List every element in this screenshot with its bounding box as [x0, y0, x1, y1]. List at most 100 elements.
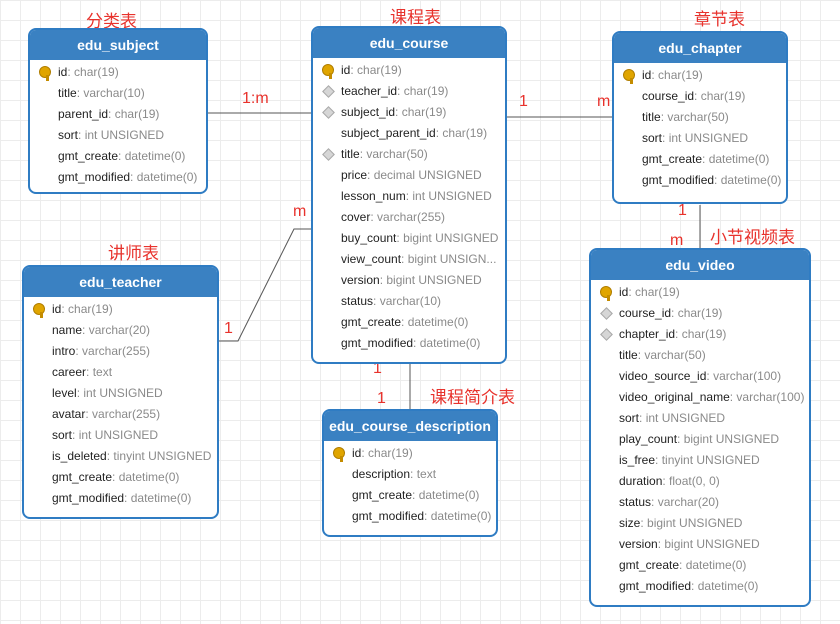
field-name: career	[52, 365, 87, 379]
field-separator: :	[396, 231, 404, 245]
field-row[interactable]: title: varchar(50)	[591, 345, 809, 366]
field-row[interactable]: sort: int UNSIGNED	[30, 125, 206, 146]
field-separator: :	[395, 105, 402, 119]
field-name: gmt_create	[642, 152, 703, 166]
field-row[interactable]: chapter_id: char(19)	[591, 324, 809, 345]
field-row[interactable]: play_count: bigint UNSIGNED	[591, 429, 809, 450]
field-row[interactable]: id: char(19)	[313, 60, 505, 81]
field-name: is_deleted	[52, 449, 107, 463]
field-separator: :	[373, 294, 380, 308]
field-row[interactable]: sort: int UNSIGNED	[24, 425, 217, 446]
key-icon	[32, 299, 48, 320]
field-row[interactable]: description: text	[324, 464, 496, 485]
field-row[interactable]: sort: int UNSIGNED	[614, 128, 786, 149]
field-row[interactable]: teacher_id: char(19)	[313, 81, 505, 102]
cardinality-course-desc-top: 1	[373, 360, 382, 377]
field-row[interactable]: id: char(19)	[324, 443, 496, 464]
cardinality-chapter-video-one: 1	[678, 202, 687, 219]
field-separator: :	[108, 107, 115, 121]
field-row[interactable]: gmt_modified: datetime(0)	[614, 170, 786, 191]
field-row[interactable]: intro: varchar(255)	[24, 341, 217, 362]
field-row[interactable]: parent_id: char(19)	[30, 104, 206, 125]
field-type: datetime(0)	[685, 558, 747, 572]
field-row[interactable]: gmt_modified: datetime(0)	[30, 167, 206, 188]
field-row[interactable]: gmt_create: datetime(0)	[614, 149, 786, 170]
field-row[interactable]: id: char(19)	[30, 62, 206, 83]
field-row[interactable]: avatar: varchar(255)	[24, 404, 217, 425]
cardinality-course-desc-bottom: 1	[377, 390, 386, 407]
field-row[interactable]: gmt_create: datetime(0)	[324, 485, 496, 506]
entity-edu-course[interactable]: edu_course id: char(19)teacher_id: char(…	[311, 26, 507, 364]
field-row[interactable]: id: char(19)	[24, 299, 217, 320]
field-row[interactable]: id: char(19)	[614, 65, 786, 86]
field-row[interactable]: course_id: char(19)	[591, 303, 809, 324]
entity-edu-subject[interactable]: edu_subject id: char(19)title: varchar(1…	[28, 28, 208, 194]
field-row[interactable]: gmt_modified: datetime(0)	[591, 576, 809, 597]
field-separator: :	[124, 491, 131, 505]
field-row[interactable]: lesson_num: int UNSIGNED	[313, 186, 505, 207]
field-row[interactable]: gmt_modified: datetime(0)	[324, 506, 496, 527]
field-name: view_count	[341, 252, 402, 266]
field-row[interactable]: is_free: tinyint UNSIGNED	[591, 450, 809, 471]
cardinality-course-chapter-one: 1	[519, 93, 528, 110]
field-row[interactable]: gmt_modified: datetime(0)	[313, 333, 505, 354]
field-row[interactable]: gmt_create: datetime(0)	[24, 467, 217, 488]
field-row[interactable]: status: varchar(20)	[591, 492, 809, 513]
field-row[interactable]: career: text	[24, 362, 217, 383]
field-row[interactable]: video_original_name: varchar(100)	[591, 387, 809, 408]
field-separator: :	[706, 369, 714, 383]
field-row[interactable]: version: bigint UNSIGNED	[313, 270, 505, 291]
field-type: tinyint UNSIGNED	[661, 453, 760, 467]
field-row[interactable]: sort: int UNSIGNED	[591, 408, 809, 429]
entity-edu-chapter[interactable]: edu_chapter id: char(19)course_id: char(…	[612, 31, 788, 204]
field-row[interactable]: cover: varchar(255)	[313, 207, 505, 228]
field-name: name	[52, 323, 83, 337]
field-row[interactable]: gmt_create: datetime(0)	[591, 555, 809, 576]
field-name: is_free	[619, 453, 656, 467]
field-name: description	[352, 467, 411, 481]
field-row[interactable]: price: decimal UNSIGNED	[313, 165, 505, 186]
field-type: datetime(0)	[136, 170, 198, 184]
field-row[interactable]: buy_count: bigint UNSIGNED	[313, 228, 505, 249]
field-separator: :	[651, 68, 659, 82]
entity-title: edu_teacher	[24, 267, 217, 297]
field-row[interactable]: gmt_modified: datetime(0)	[24, 488, 217, 509]
field-type: varchar(20)	[657, 495, 720, 509]
field-name: play_count	[619, 432, 678, 446]
field-name: lesson_num	[341, 189, 406, 203]
field-name: title	[642, 110, 661, 124]
field-type: int UNSIGNED	[668, 131, 749, 145]
label-subject-table: 分类表	[86, 12, 137, 31]
field-row[interactable]: subject_id: char(19)	[313, 102, 505, 123]
entity-edu-teacher[interactable]: edu_teacher id: char(19)name: varchar(20…	[22, 265, 219, 519]
field-row[interactable]: id: char(19)	[591, 282, 809, 303]
field-row[interactable]: title: varchar(50)	[313, 144, 505, 165]
field-row[interactable]: course_id: char(19)	[614, 86, 786, 107]
field-separator: :	[75, 344, 83, 358]
field-separator: :	[76, 86, 84, 100]
field-row[interactable]: duration: float(0, 0)	[591, 471, 809, 492]
field-row[interactable]: level: int UNSIGNED	[24, 383, 217, 404]
field-type: int UNSIGNED	[645, 411, 726, 425]
entity-edu-video[interactable]: edu_video id: char(19)course_id: char(19…	[589, 248, 811, 607]
label-video-table: 小节视频表	[710, 228, 795, 247]
field-type: bigint UNSIGNED	[683, 432, 780, 446]
field-row[interactable]: gmt_create: datetime(0)	[30, 146, 206, 167]
field-row[interactable]: video_source_id: varchar(100)	[591, 366, 809, 387]
label-description-table: 课程简介表	[430, 388, 515, 407]
entity-edu-course-description[interactable]: edu_course_description id: char(19)descr…	[322, 409, 498, 537]
field-row[interactable]: version: bigint UNSIGNED	[591, 534, 809, 555]
field-name: level	[52, 386, 77, 400]
field-row[interactable]: title: varchar(10)	[30, 83, 206, 104]
field-row[interactable]: is_deleted: tinyint UNSIGNED	[24, 446, 217, 467]
field-row[interactable]: view_count: bigint UNSIGN...	[313, 249, 505, 270]
field-row[interactable]: gmt_create: datetime(0)	[313, 312, 505, 333]
field-name: gmt_create	[619, 558, 680, 572]
field-name: title	[58, 86, 77, 100]
field-row[interactable]: title: varchar(50)	[614, 107, 786, 128]
field-row[interactable]: subject_parent_id: char(19)	[313, 123, 505, 144]
field-row[interactable]: size: bigint UNSIGNED	[591, 513, 809, 534]
field-row[interactable]: status: varchar(10)	[313, 291, 505, 312]
field-name: sort	[58, 128, 79, 142]
field-row[interactable]: name: varchar(20)	[24, 320, 217, 341]
